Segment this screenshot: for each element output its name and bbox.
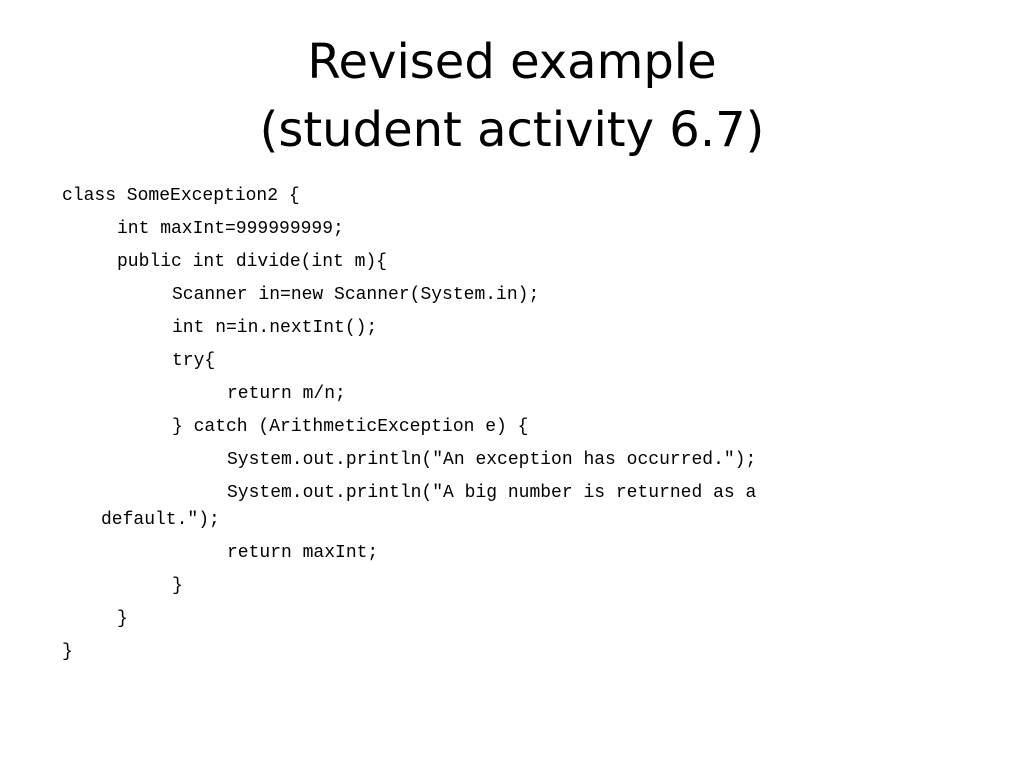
code-line: Scanner in=new Scanner(System.in); [172, 285, 540, 305]
title-line-1: Revised example [307, 34, 717, 90]
code-line: System.out.println("An exception has occ… [227, 450, 757, 470]
code-line: } catch (ArithmeticException e) { [172, 417, 529, 437]
slide-title: Revised example (student activity 6.7) [0, 28, 1024, 164]
code-line: } [172, 576, 183, 596]
code-line: int n=in.nextInt(); [172, 318, 378, 338]
code-line: return maxInt; [227, 543, 379, 563]
code-line: class SomeException2 { [62, 186, 300, 206]
title-line-2: (student activity 6.7) [259, 102, 765, 158]
code-line: System.out.println("A big number is retu… [227, 483, 757, 503]
code-line: } [117, 609, 128, 629]
code-line: } [62, 642, 73, 662]
code-line: try{ [172, 351, 216, 371]
code-line: int maxInt=999999999; [117, 219, 344, 239]
code-line: public int divide(int m){ [117, 252, 388, 272]
code-line: return m/n; [227, 384, 346, 404]
code-line-wrapped: default."); [101, 510, 220, 530]
